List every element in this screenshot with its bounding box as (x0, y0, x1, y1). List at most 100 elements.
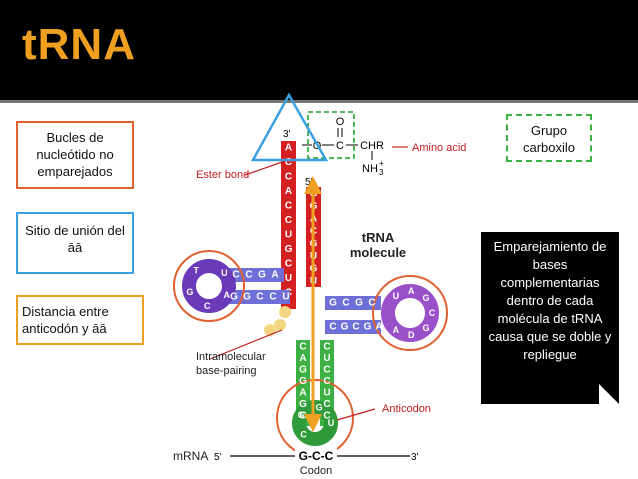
acceptor-stem-left (281, 141, 296, 309)
t-loop-base: D (408, 330, 415, 340)
carboxyl-text: Grupo carboxilo (522, 123, 576, 155)
t-loop-base: G (422, 293, 429, 303)
carboxyl-highlight (307, 111, 355, 159)
t-stem-base: G (364, 322, 372, 333)
acceptor-base: C (285, 259, 292, 270)
distance-box: Distancia entre anticodón y āā (16, 295, 144, 345)
d-stem-base: C (232, 270, 239, 281)
d-loop-base: A (223, 290, 230, 300)
base-pairing-text: Emparejamiento de bases complementarias … (488, 239, 612, 362)
t-loop-base: C (429, 308, 436, 318)
t-loop-ring (381, 284, 439, 342)
d-stem-base: G (258, 270, 266, 281)
t-stem-base: C (329, 322, 336, 333)
d-loop-ring (182, 259, 236, 313)
t-stem-top (325, 296, 381, 310)
carboxyl-box: Grupo carboxilo (506, 114, 592, 162)
hinge-base (274, 319, 286, 331)
t-stem-base: C (352, 322, 359, 333)
d-stem-base: A (271, 270, 278, 281)
t-stem-base: C (342, 298, 349, 309)
anticodon-stem-base: C (323, 399, 330, 410)
d-stem-base: G (243, 292, 251, 303)
anticodon-stem-base: U (323, 353, 330, 364)
acceptor-base: C (285, 215, 292, 226)
anticodon-loop-base: C (300, 429, 307, 439)
acceptor-base: U (285, 230, 292, 241)
distance-text: Distancia entre anticodón y āā (22, 304, 109, 336)
t-loop-highlight (372, 275, 448, 351)
codon-label: Codon (300, 465, 332, 477)
anticodon-stem-base: C (299, 411, 306, 422)
codon-sequence: G-C-C (299, 449, 334, 463)
anticodon-stem-base: C (323, 365, 330, 376)
acceptor-base: G (285, 244, 293, 255)
d-stem-base: U (282, 292, 289, 303)
anticodon-stem-base: C (323, 376, 330, 387)
d-loop-base: T (193, 266, 199, 276)
distance-arrow-head-top (304, 176, 322, 194)
anticodon-loop-ring (292, 400, 338, 446)
anticodon-stem-base: C (323, 342, 330, 353)
t-loop-base: A (408, 286, 415, 296)
carbon-label: C (336, 140, 344, 152)
t-stem-bottom (325, 320, 381, 334)
anticodon-label: Anticodon (382, 403, 431, 415)
mrna-five-prime: 5' (214, 452, 222, 463)
t-stem-base: G (355, 298, 363, 309)
d-loop-highlight (173, 250, 245, 322)
acceptor-base: C (285, 157, 292, 168)
anticodon-stem-base: G (299, 365, 307, 376)
unpaired-loops-text: Bucles de nucleótido no emparejados (36, 130, 114, 179)
title-shadow (0, 100, 638, 103)
acceptor-base: U (285, 273, 292, 284)
anticodon-stem-base: C (299, 342, 306, 353)
slide-title: tRNA (22, 20, 136, 69)
distance-arrow-head-bottom (304, 414, 322, 432)
d-loop-base: G (186, 287, 193, 297)
chr-label: CHR (360, 140, 384, 152)
molecule-title-line2: molecule (350, 245, 406, 260)
anticodon-loop-base: G (298, 410, 305, 420)
anticodon-stem-base: G (299, 376, 307, 387)
anticodon-stem-base: A (299, 353, 306, 364)
t-stem-base: A (375, 322, 382, 333)
base-pairing-box: Emparejamiento de bases complementarias … (481, 232, 619, 404)
anticodon-stem-base: G (299, 399, 307, 410)
t-loop-base: U (393, 291, 400, 301)
three-prime-label: 3' (283, 129, 291, 140)
unpaired-loops-box: Bucles de nucleótido no emparejados (16, 121, 134, 189)
oxygen-label: O (336, 116, 345, 128)
nh3-label: NH (362, 163, 378, 175)
hinge-base (279, 306, 291, 318)
codon-background (295, 448, 337, 463)
anticodon-loop-base: U (328, 418, 335, 428)
anticodon-stem-base: C (323, 411, 330, 422)
anticodon-stem-base: U (323, 388, 330, 399)
t-stem-base: C (368, 298, 375, 309)
ester-bond-label: Ester bond (196, 169, 249, 181)
anticodon-stem-base: A (299, 388, 306, 399)
t-stem-base: G (329, 298, 337, 309)
acceptor-base: A (285, 186, 292, 197)
d-stem-bottom (226, 290, 290, 304)
ester-bond-pointer (244, 159, 289, 176)
t-stem-base: G (341, 322, 349, 333)
mrna-label: mRNA (173, 449, 208, 463)
anticodon-loop-base: G (316, 403, 323, 413)
t-loop-base: G (422, 323, 429, 333)
intramolecular-pointer (209, 329, 283, 360)
mrna-three-prime: 3' (411, 452, 419, 463)
nh3-charge: + (379, 159, 384, 168)
anticodon-pointer (336, 408, 376, 421)
d-stem-base: G (230, 292, 238, 303)
t-loop-base: A (393, 325, 400, 335)
acceptor-base: C (285, 172, 292, 183)
